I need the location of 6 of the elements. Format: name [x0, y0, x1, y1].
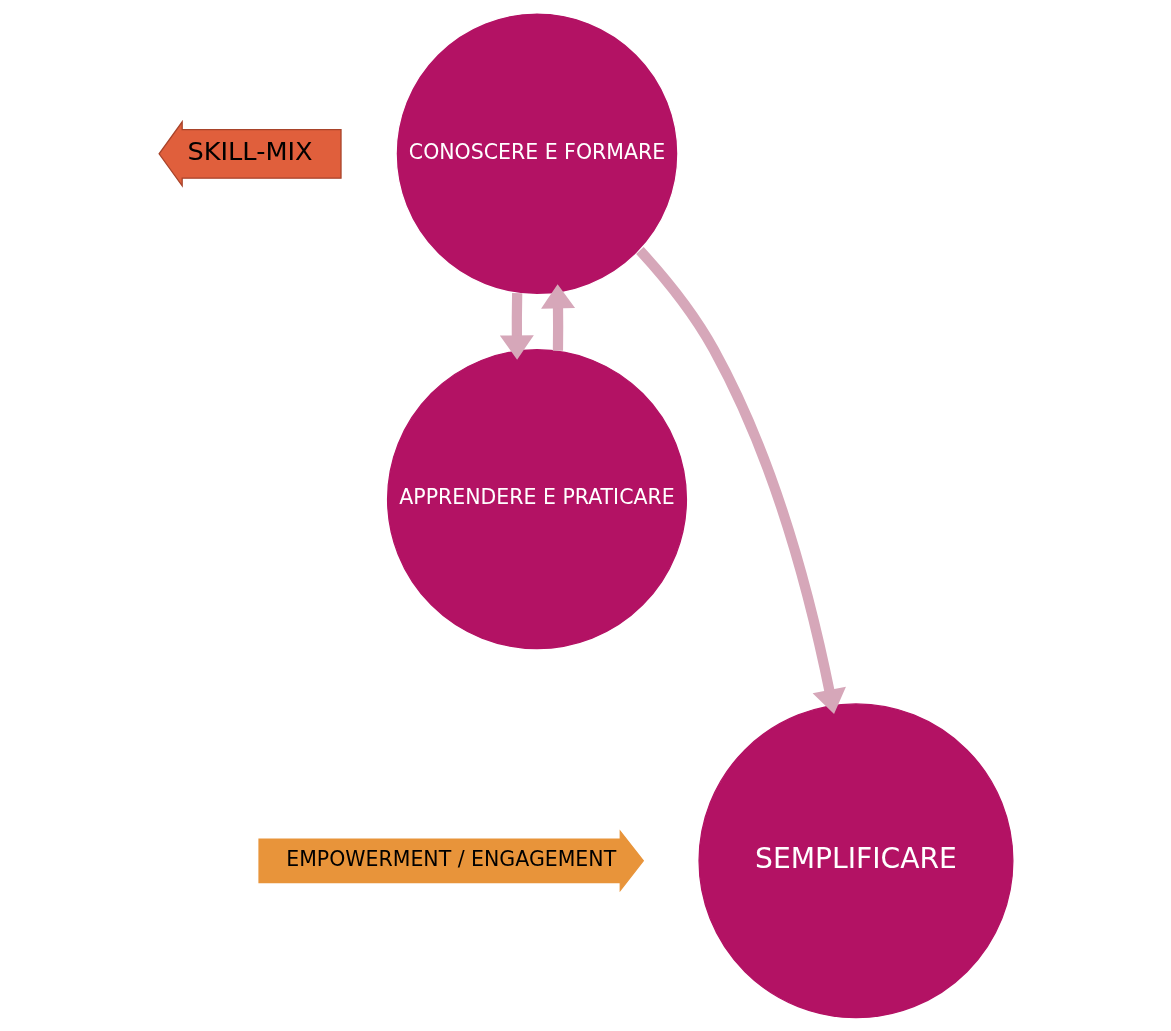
arrow [499, 293, 534, 360]
arrow [540, 284, 575, 351]
node-circle: CONOSCERE E FORMARE [394, 12, 679, 296]
node-circle: APPRENDERE E PRATICARE [386, 349, 687, 650]
arrow [635, 247, 846, 714]
node-circle: SEMPLIFICARE [697, 703, 1013, 1019]
